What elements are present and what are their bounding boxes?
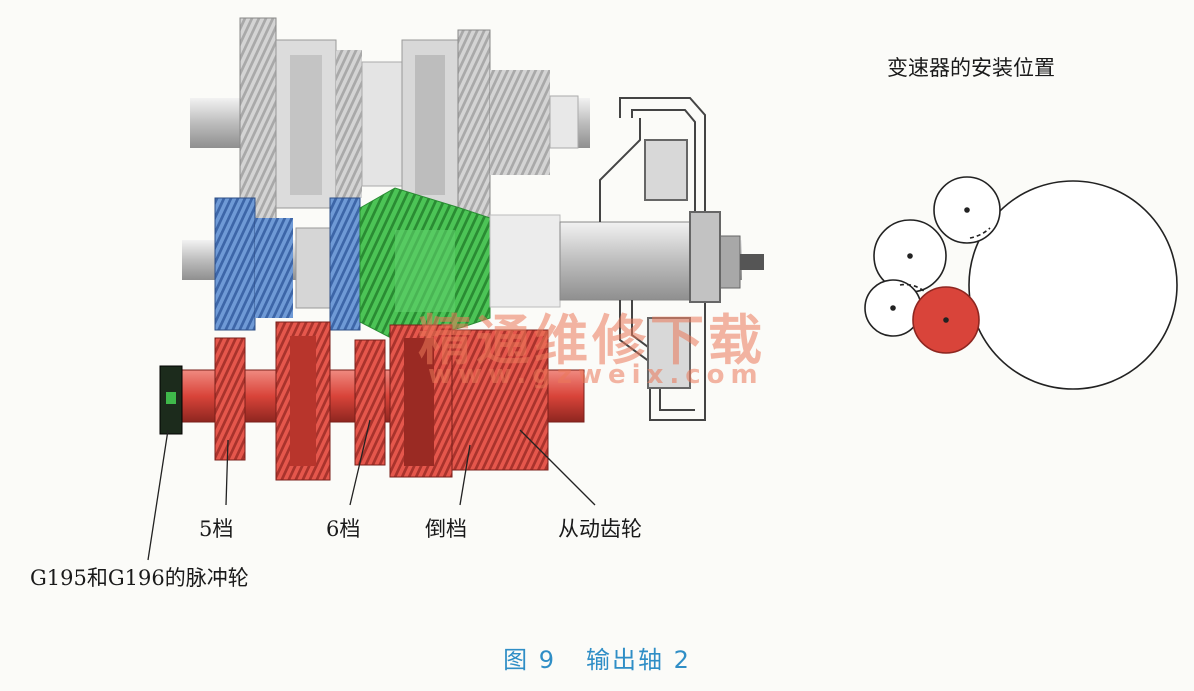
figure-title: 输出轴 2 <box>586 646 691 674</box>
label-reverse-gear: 倒档 <box>425 517 467 541</box>
watermark-text: 精通维修下载 <box>418 309 766 372</box>
label-gear-6: 6档 <box>326 517 361 541</box>
label-gear-5: 5档 <box>199 517 234 541</box>
figure-number: 图 9 <box>503 646 556 674</box>
input-shaft-grey <box>190 17 590 229</box>
installation-position-schematic <box>864 176 1178 390</box>
label-pulse-wheel: G195和G196的脉冲轮 <box>30 566 249 590</box>
gear-6 <box>354 339 386 466</box>
leader-lines <box>147 419 596 561</box>
watermark-url: www.gzweix.com <box>428 360 764 390</box>
dual-clutch-housing <box>599 97 721 421</box>
output-shaft-2 <box>159 321 585 481</box>
gear-5 <box>214 337 246 461</box>
driven-gear <box>451 329 549 471</box>
label-driven-gear: 从动齿轮 <box>558 517 642 541</box>
figure-caption: 图 9 输出轴 2 <box>0 640 1194 675</box>
installation-position-title: 变速器的安装位置 <box>887 56 1055 80</box>
